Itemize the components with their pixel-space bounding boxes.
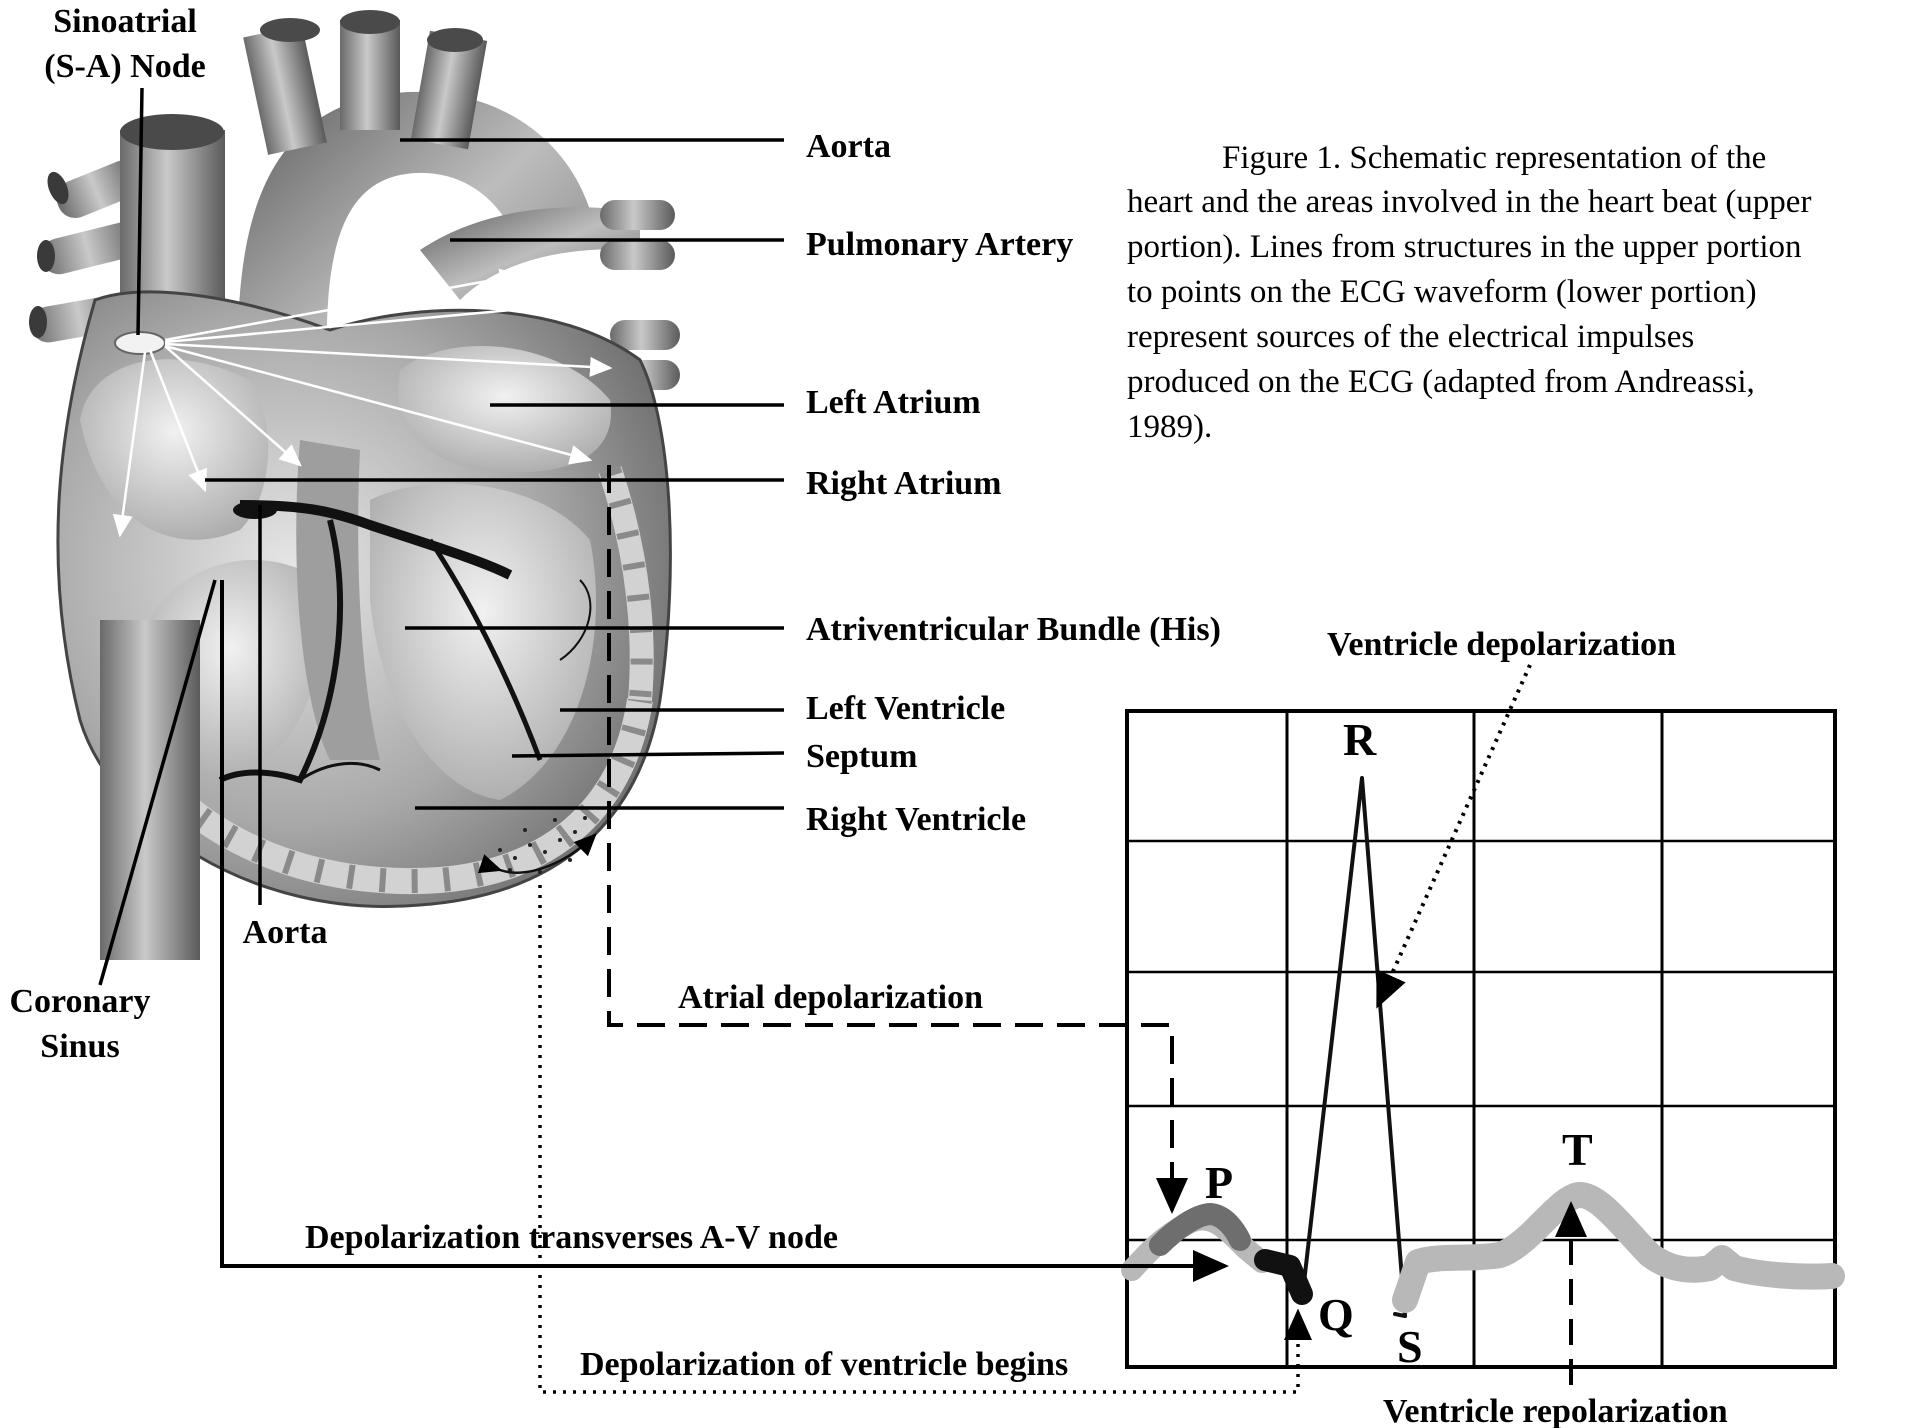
caption-line-7: 1989). (1127, 409, 1212, 445)
label-av-bundle: Atriventricular Bundle (His) (806, 611, 1221, 648)
ventricle-begins-connector (540, 885, 1298, 1392)
caption-line-6: produced on the ECG (adapted from Andrea… (1127, 364, 1755, 400)
ecg-pr-segment (1265, 1260, 1302, 1294)
label-ventricle-begins: Depolarization of ventricle begins (580, 1346, 1068, 1383)
label-ventricle-repolarization: Ventricle repolarization (1383, 1393, 1728, 1428)
ecg-qrs-complex (1302, 778, 1405, 1316)
label-right-atrium: Right Atrium (806, 465, 1002, 502)
figure-caption: Figure 1. Schematic representation of th… (1127, 140, 1811, 445)
heart-illustration (28, 10, 680, 960)
wave-label-t: T (1562, 1124, 1593, 1175)
ventricle-depolarization-connector (1378, 665, 1530, 1005)
label-aorta-lower: Aorta (243, 914, 328, 951)
label-left-atrium: Left Atrium (806, 384, 981, 421)
caption-line-2: heart and the areas involved in the hear… (1127, 184, 1811, 220)
label-aorta: Aorta (806, 128, 891, 165)
label-coronary-sinus-line1: Coronary (9, 983, 150, 1020)
wave-label-q: Q (1318, 1289, 1354, 1340)
caption-line-4: to points on the ECG waveform (lower por… (1127, 274, 1757, 310)
caption-line-3: portion). Lines from structures in the u… (1127, 229, 1802, 265)
caption-line-5: represent sources of the electrical impu… (1127, 319, 1694, 355)
label-av-node: Depolarization transverses A-V node (305, 1219, 838, 1256)
label-atrial-depolarization: Atrial depolarization (678, 979, 983, 1016)
wave-label-p: P (1205, 1157, 1233, 1208)
label-coronary-sinus-line2: Sinus (40, 1028, 119, 1065)
label-left-ventricle: Left Ventricle (806, 690, 1005, 727)
ecg-waveform (1132, 778, 1832, 1316)
wave-label-r: R (1343, 714, 1377, 765)
label-sa-node-line1: Sinoatrial (53, 3, 197, 40)
caption-line-1: Figure 1. Schematic representation of th… (1222, 140, 1766, 176)
inferior-vena-cava (100, 620, 200, 960)
sa-node (115, 332, 165, 354)
label-septum: Septum (806, 738, 917, 775)
ecg-wave-letters: P Q R S T (1205, 714, 1593, 1372)
label-sa-node-line2: (S-A) Node (44, 48, 205, 85)
ecg-st-t-wave (1405, 1195, 1832, 1300)
label-right-ventricle: Right Ventricle (806, 801, 1026, 838)
label-pulmonary-artery: Pulmonary Artery (806, 226, 1073, 263)
wave-label-s: S (1397, 1321, 1423, 1372)
label-ventricle-depolarization: Ventricle depolarization (1327, 626, 1676, 663)
